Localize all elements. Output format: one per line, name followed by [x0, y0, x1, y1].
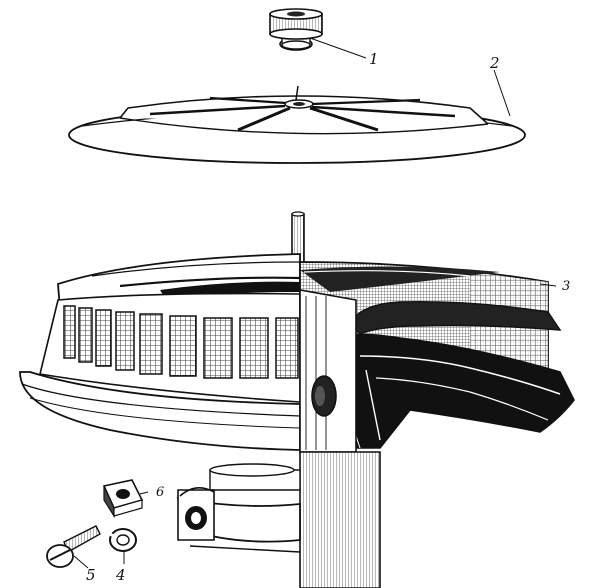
callout-4: 4 [115, 566, 126, 584]
callout-1: 1 [369, 50, 379, 68]
callout-6: 6 [156, 485, 164, 500]
callout-3: 3 [562, 279, 570, 294]
leader-lines [73, 37, 557, 569]
square-nut-part [102, 479, 144, 519]
filter-cover-part [68, 85, 526, 164]
lock-washer-part [109, 528, 137, 552]
screw-part [46, 525, 101, 568]
callout-5: 5 [86, 566, 96, 584]
wing-nut-part [269, 8, 323, 51]
callout-2: 2 [489, 54, 500, 72]
filter-housing-body [19, 211, 575, 588]
